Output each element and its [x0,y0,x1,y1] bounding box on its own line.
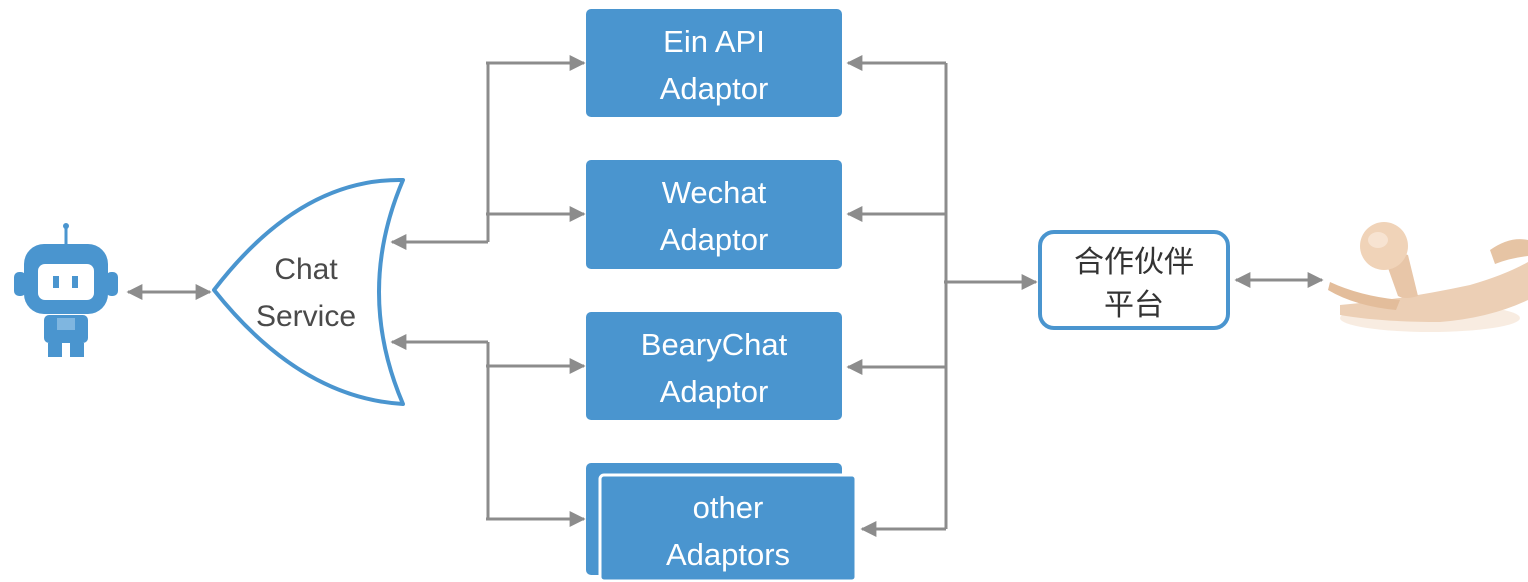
adaptor-ein-api-line2: Adaptor [660,71,769,106]
adaptor-bearychat: BearyChat Adaptor [586,312,842,420]
partner-to-adaptors-connectors [846,55,1038,537]
reclining-figure-icon [1328,222,1528,332]
chat-service-label-line2: Service [256,300,356,333]
adaptor-other: other Adaptors [586,463,858,582]
chat-to-adaptors-connectors [390,55,586,527]
robot-icon [14,223,118,357]
adaptor-wechat-line1: Wechat [662,175,767,210]
partner-platform-line1: 合作伙伴 [1074,245,1194,280]
chat-service-shape [212,177,405,406]
chat-service-label-line1: Chat [274,253,338,286]
adaptor-other-line1: other [693,490,764,525]
adaptor-wechat: Wechat Adaptor [586,160,842,269]
adaptor-bearychat-line1: BearyChat [641,327,788,362]
adaptor-other-line2: Adaptors [666,537,790,572]
partner-platform: 合作伙伴 平台 [1038,230,1230,330]
adaptor-wechat-line2: Adaptor [660,222,769,257]
partner-platform-line2: 平台 [1104,288,1164,323]
adaptor-ein-api: Ein API Adaptor [586,9,842,117]
adaptor-bearychat-line2: Adaptor [660,374,769,409]
adaptor-ein-api-line1: Ein API [663,24,765,59]
